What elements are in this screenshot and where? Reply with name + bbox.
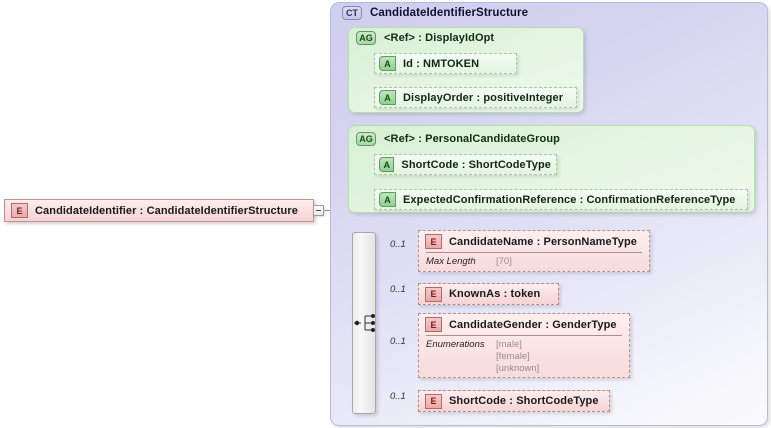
attributegroup-badge: AG xyxy=(356,132,376,146)
facet-values: [male] [female] [unknown] xyxy=(496,339,539,375)
facet-value: [unknown] xyxy=(496,363,540,374)
element-header-candidategender: E CandidateGender : GenderType xyxy=(419,314,629,335)
facet-enumerations: Enumerations [male] [female] [unknown] xyxy=(419,336,629,379)
facet-value: [female] xyxy=(496,351,530,362)
element-box-candidategender[interactable]: E CandidateGender : GenderType Enumerati… xyxy=(418,313,630,378)
element-badge: E xyxy=(425,317,442,332)
element-header-candidatename: E CandidateName : PersonNameType xyxy=(419,231,649,252)
element-label-candidategender: CandidateGender : GenderType xyxy=(449,318,617,331)
element-label-shortcode: ShortCode : ShortCodeType xyxy=(449,395,599,407)
attribute-group-label: <Ref> : DisplayIdOpt xyxy=(384,32,495,44)
element-label-candidatename: CandidateName : PersonNameType xyxy=(449,235,638,248)
divider xyxy=(426,252,642,253)
attribute-label-shortcode: ShortCode : ShortCodeType xyxy=(401,158,551,171)
attribute-group-header-personalcandidategroup: AG <Ref> : PersonalCandidateGroup xyxy=(356,132,560,146)
cardinality-knownas: 0..1 xyxy=(390,284,406,295)
element-box-shortcode[interactable]: E ShortCode : ShortCodeType xyxy=(418,390,610,412)
element-badge: E xyxy=(425,393,442,409)
attribute-box-expectedconfirmationreference[interactable]: A ExpectedConfirmationReference : Confir… xyxy=(374,189,748,210)
element-label-knownas: KnownAs : token xyxy=(449,288,541,300)
element-badge: E xyxy=(425,234,442,249)
attribute-box-displayorder[interactable]: A DisplayOrder : positiveInteger xyxy=(374,87,577,108)
attribute-badge: A xyxy=(379,157,395,172)
cardinality-candidatename: 0..1 xyxy=(390,239,406,250)
divider xyxy=(426,335,622,336)
attribute-label-id: Id : NMTOKEN xyxy=(403,57,480,70)
attribute-box-id[interactable]: A Id : NMTOKEN xyxy=(374,53,517,74)
attribute-group-header-displayidopt: AG <Ref> : DisplayIdOpt xyxy=(356,31,494,45)
sequence-icon xyxy=(354,314,375,332)
attribute-badge: A xyxy=(379,90,396,105)
attributegroup-badge: AG xyxy=(356,31,376,45)
element-box-knownas[interactable]: E KnownAs : token xyxy=(418,283,559,305)
facet-values: [70] xyxy=(496,256,512,268)
facet-maxlength: Max Length [70] xyxy=(419,253,649,272)
complextype-label: CandidateIdentifierStructure xyxy=(370,7,529,19)
collapse-toggle-minus-icon[interactable] xyxy=(313,205,324,216)
complextype-title: CT CandidateIdentifierStructure xyxy=(342,6,528,20)
facet-name: Max Length xyxy=(426,256,476,267)
element-badge: E xyxy=(425,286,442,302)
attribute-badge: A xyxy=(379,192,396,207)
cardinality-shortcode: 0..1 xyxy=(390,391,406,402)
facet-value: [70] xyxy=(496,256,512,267)
attribute-group-label: <Ref> : PersonalCandidateGroup xyxy=(384,133,560,145)
root-element-box[interactable]: E CandidateIdentifier : CandidateIdentif… xyxy=(4,199,314,222)
cardinality-candidategender: 0..1 xyxy=(390,336,406,347)
attribute-label-displayorder: DisplayOrder : positiveInteger xyxy=(403,91,564,104)
root-element-label: CandidateIdentifier : CandidateIdentifie… xyxy=(35,204,298,217)
element-badge: E xyxy=(11,203,28,218)
attribute-box-shortcode[interactable]: A ShortCode : ShortCodeType xyxy=(374,154,557,175)
attribute-badge: A xyxy=(379,56,396,71)
facet-name: Enumerations xyxy=(426,339,485,350)
complextype-badge: CT xyxy=(342,6,362,20)
element-box-candidatename[interactable]: E CandidateName : PersonNameType Max Len… xyxy=(418,230,650,272)
attribute-label-expectedconfirmationreference: ExpectedConfirmationReference : Confirma… xyxy=(403,193,736,206)
facet-value: [male] xyxy=(496,339,522,350)
